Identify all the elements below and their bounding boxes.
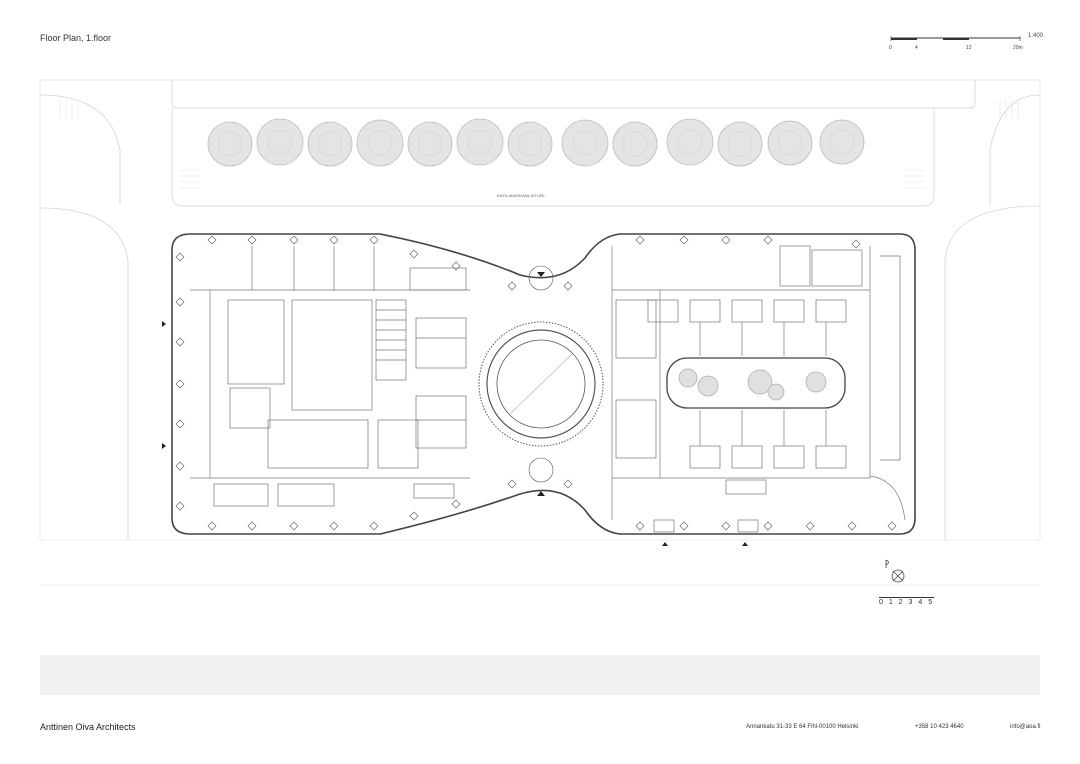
company-email[interactable]: info@aoa.fi xyxy=(1010,724,1041,730)
north-arrow-icon xyxy=(885,559,905,583)
ground-band xyxy=(40,655,1040,695)
scale-ratio: 1:400 xyxy=(1028,33,1044,39)
rotunda xyxy=(478,265,604,483)
mini-scale-bar: 0 1 2 3 4 5 xyxy=(879,597,935,606)
company-address: Annankatu 31-33 E 64 FIN-00100 Helsinki xyxy=(746,724,859,730)
entrance-markers xyxy=(162,272,748,546)
crosswalks xyxy=(59,100,1019,189)
right-wing-rooms xyxy=(611,245,906,533)
scale-tick-0: 0 xyxy=(889,45,892,51)
site-context xyxy=(39,79,1041,541)
street-label: KATAJANOKANLAITURI xyxy=(497,193,545,198)
company-name: Anttinen Oiva Architects xyxy=(40,722,136,732)
street-trees xyxy=(207,118,865,167)
left-wing-rooms xyxy=(190,246,470,507)
building-outline xyxy=(171,233,916,535)
scale-tick-12: 12 xyxy=(966,45,972,51)
courtyard-trees xyxy=(678,368,827,401)
company-phone: +358 10 423 4640 xyxy=(915,724,964,730)
scale-bar xyxy=(890,36,1021,41)
page-title: Floor Plan, 1.floor xyxy=(40,33,112,43)
scale-tick-20m: 20m xyxy=(1013,45,1023,51)
columns xyxy=(175,235,897,531)
scale-tick-4: 4 xyxy=(915,45,918,51)
